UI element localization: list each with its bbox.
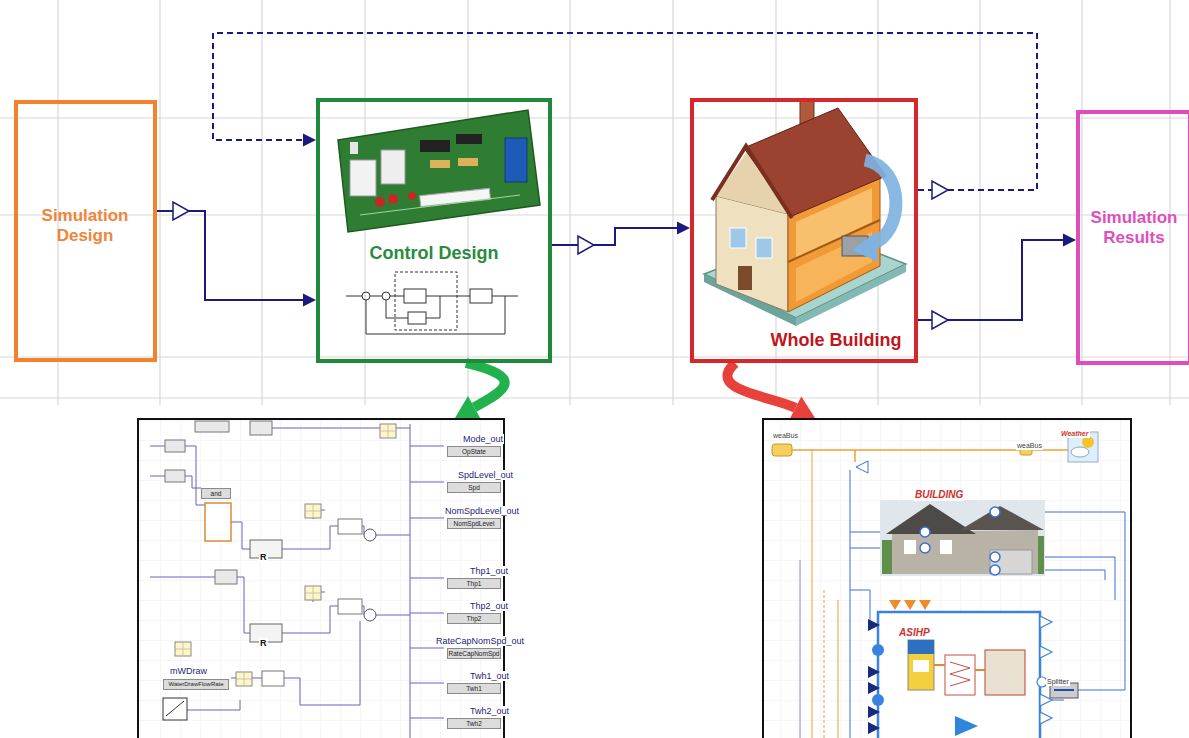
block-port-label: WaterDrawFlowRate (163, 679, 229, 690)
block-port-label: RateCapNomSpd (447, 648, 501, 659)
curved-arrow-body (466, 363, 505, 407)
block-port-label: Thp2 (447, 613, 501, 624)
process-box: Whole Building (690, 98, 918, 363)
model-label: Twh2_out (469, 706, 510, 716)
house-illustration (704, 100, 906, 326)
dashed-feedback-arrow (213, 33, 1037, 199)
flow-arrow (552, 222, 690, 255)
arrow-head (303, 294, 316, 307)
block-port-label: Twh1 (447, 683, 501, 694)
model-label: R (259, 552, 268, 562)
block-port-label: and (201, 488, 231, 499)
model-label: RateCapNomSpd_out (435, 636, 525, 646)
screenshot-panel: Mode_outOpStateSpdLevel_outSpdNomSpdLeve… (137, 418, 505, 738)
curved-arrow-body (727, 363, 795, 408)
zoom-arrow (727, 363, 815, 420)
screenshot-panel: weaBus weaBus WeatherBUILDING ASIHP Splitter (762, 418, 1132, 738)
arrow-head (789, 396, 815, 419)
connector-line (594, 228, 677, 245)
connector-line (213, 33, 1037, 190)
model-label: weaBus (1016, 442, 1043, 450)
background-grid (0, 0, 1189, 405)
building-model-screenshot (762, 418, 1132, 738)
model-label: weaBus (772, 432, 799, 440)
box-title: Control Design (370, 243, 499, 264)
connector-line (189, 211, 303, 300)
model-label: Twh1_out (469, 671, 510, 681)
model-label: Splitter (1046, 678, 1070, 686)
connector-line (918, 319, 932, 321)
model-label: Mode_out (462, 434, 504, 444)
zoom-arrow (455, 363, 505, 419)
arrow-head (455, 396, 481, 419)
circuit-board (338, 110, 540, 232)
block-port-label: Spd (447, 482, 501, 493)
control-model-screenshot (137, 418, 505, 738)
model-label: ASIHP (898, 627, 931, 639)
process-box: Simulation Design (14, 100, 157, 362)
arrow-head (1063, 234, 1076, 247)
output-port-triangle (932, 181, 948, 199)
block-port-label: Twh2 (447, 718, 501, 729)
arrow-head (677, 222, 690, 235)
connector-line (552, 244, 578, 246)
connector-line (948, 240, 1063, 320)
flow-arrow (918, 234, 1076, 330)
output-port-triangle (932, 311, 948, 329)
model-label: SpdLevel_out (457, 470, 514, 480)
model-label: Thp2_out (469, 601, 509, 611)
output-port-triangle (173, 202, 189, 220)
arrow-head (303, 134, 316, 147)
box-title: Simulation Results (1082, 208, 1186, 247)
flow-arrow (157, 202, 316, 307)
model-label: mWDraw (169, 666, 208, 676)
model-label: Weather (1060, 430, 1090, 438)
process-box: Simulation Results (1076, 110, 1189, 365)
model-label: BUILDING (914, 489, 964, 501)
process-box: Control Design (316, 98, 552, 363)
block-port-label: NomSpdLevel (447, 518, 501, 529)
output-port-triangle (578, 236, 594, 254)
block-diagram (346, 272, 518, 334)
connector-line (918, 189, 932, 191)
model-label: Thp1_out (469, 566, 509, 576)
box-title: Whole Building (771, 330, 902, 351)
model-label: R (259, 638, 268, 648)
model-label: NomSpdLevel_out (444, 506, 520, 516)
block-port-label: Thp1 (447, 578, 501, 589)
connector-line (157, 210, 173, 212)
block-port-label: OpState (447, 446, 501, 457)
box-title: Simulation Design (29, 206, 141, 245)
